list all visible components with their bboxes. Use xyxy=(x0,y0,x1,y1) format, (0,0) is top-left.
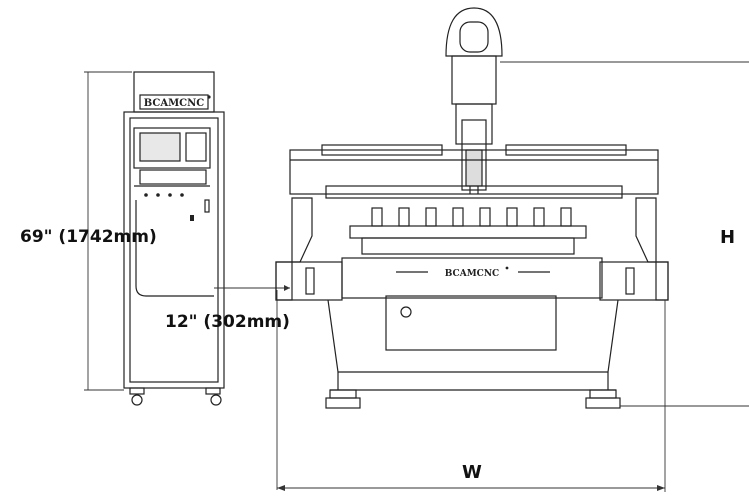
tool-holders xyxy=(371,207,572,227)
cabinet-logo: BCAMCNC xyxy=(144,98,205,109)
machine-width-dimension xyxy=(277,300,666,492)
caster-wheels xyxy=(129,387,222,406)
control-panel xyxy=(133,127,211,221)
machine-width-label: W xyxy=(462,462,482,483)
machine-feet xyxy=(325,389,621,409)
switch-icon xyxy=(190,215,194,221)
machine-height-label: H xyxy=(720,227,736,248)
machine-height-dimension xyxy=(500,61,749,407)
gantry-logo: BCAMCNC xyxy=(445,269,499,279)
gantry-beam xyxy=(289,144,659,199)
cabinet-height-dimension xyxy=(84,71,132,391)
spindle-assembly xyxy=(445,7,503,194)
control-cabinet: BCAMCNC xyxy=(123,71,225,406)
cabinet-gap-dimension xyxy=(214,285,290,490)
cabinet-gap-label: 12" (302mm) xyxy=(165,312,290,332)
display-screen xyxy=(139,132,181,162)
cabinet-height-label: 69" (1742mm) xyxy=(20,227,157,247)
cnc-router-machine: BCAMCNC xyxy=(275,7,669,409)
tool-magazine xyxy=(349,207,587,255)
